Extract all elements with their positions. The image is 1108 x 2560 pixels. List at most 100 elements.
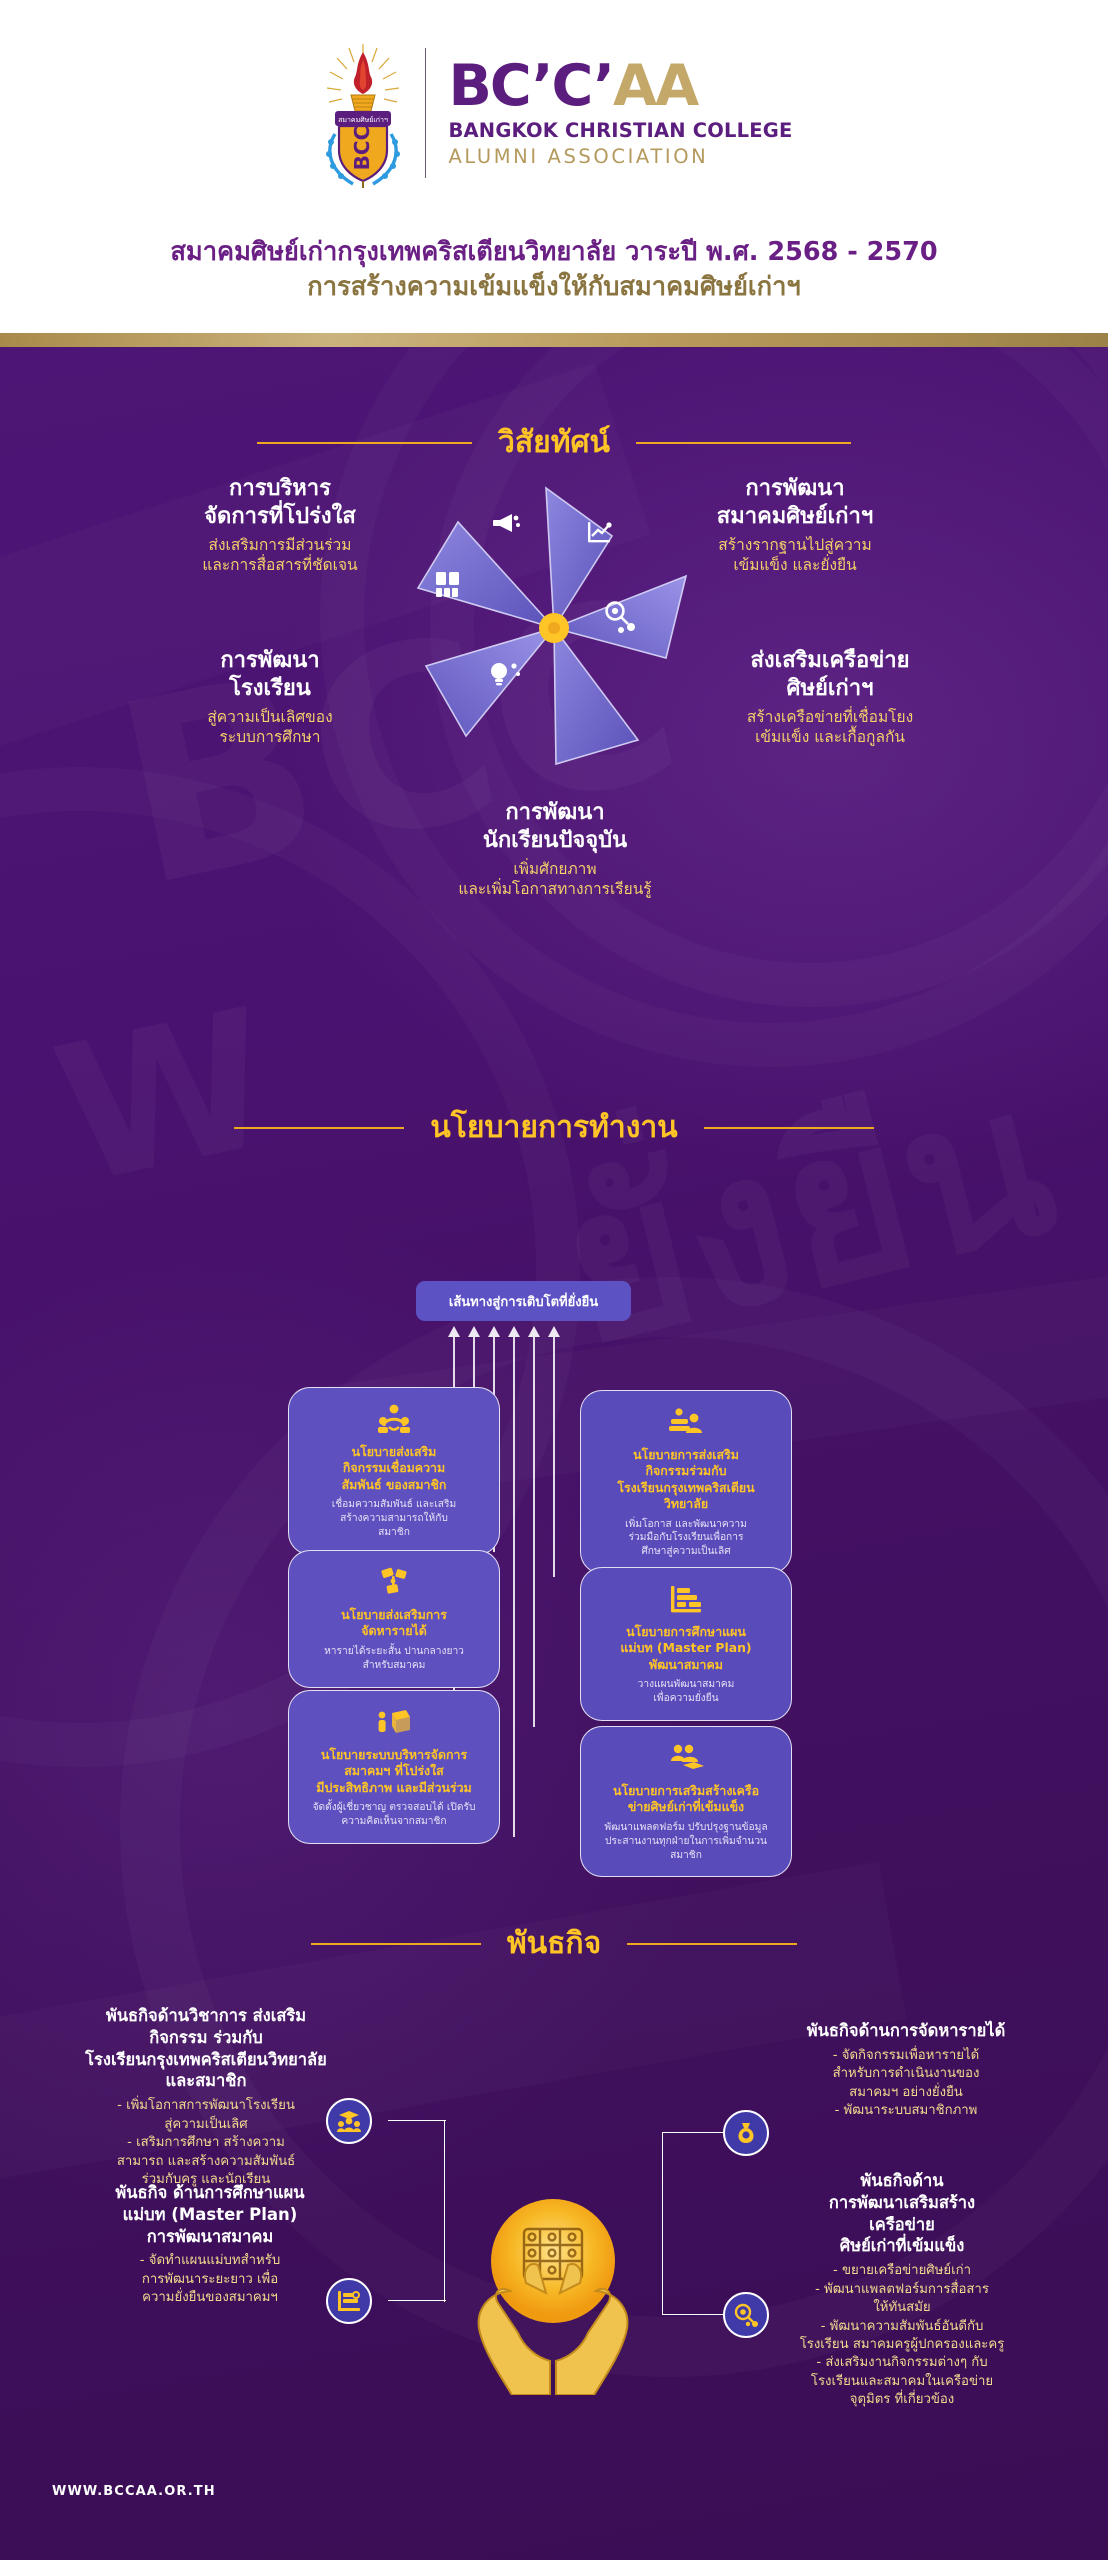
mission-desc-line-3: สมาคมฯ อย่างยั่งยืน — [849, 2084, 963, 2100]
policy-card-desc-line-2: สร้างความสามารถให้กับ — [340, 1513, 448, 1524]
network-search-icon — [605, 601, 635, 633]
mission-desc-line-3: ความยั่งยืนของสมาคมฯ — [142, 2290, 278, 2306]
policy-card-desc-line-1: วางแผนพัฒนาสมาคม — [637, 1679, 735, 1691]
mission-title-line-2: การพัฒนาเสริมสร้าง — [828, 2192, 976, 2212]
hand-hub-graphic — [440, 2165, 666, 2396]
vision-sub-line-1: สร้างรากฐานไปสู่ความ — [718, 536, 872, 554]
mission-title-line-1: พันธกิจด้านการจัดหารายได้ — [806, 2021, 1006, 2040]
mission-desc-line-2: - พัฒนาแพลตฟอร์มการสื่อสาร — [815, 2281, 989, 2297]
policy-card-title-line-1: นโยบายการส่งเสริม — [633, 1447, 739, 1462]
policy-card-master-plan-study[interactable]: นโยบายการศึกษาแผน แม่บท (Master Plan) พั… — [580, 1567, 792, 1721]
page-title-line-1: สมาคมศิษย์เก่ากรุงเทพคริสเตียนวิทยาลัย ว… — [170, 237, 938, 267]
brand-acronym: BC’C’AA — [448, 53, 699, 119]
policy-section: นโยบายการทำงาน เส้นทางสู่การเติบโตที่ยั่… — [0, 1090, 1108, 1890]
mission-block-income: พันธกิจด้านการจัดหารายได้ - จัดกิจกรรมเพ… — [730, 2020, 1082, 2121]
policy-card-title-line-3: โรงเรียนกรุงเทพคริสเตียน — [617, 1479, 755, 1495]
vision-title: วิสัยทัศน์ — [497, 425, 611, 460]
money-bag-icon — [723, 2110, 769, 2156]
brand-acronym-aa: AA — [613, 53, 699, 119]
mission-title-line-2: แม่บท (Master Plan) — [122, 2204, 298, 2224]
mission-title-line-2: กิจกรรม ร่วมกับ — [149, 2027, 263, 2047]
growth-route-pill: เส้นทางสู่การเติบโตที่ยั่งยืน — [416, 1281, 631, 1321]
vision-item-current-student-development: การพัฒนา นักเรียนปัจจุบัน เพิ่มศักยภาพ แ… — [380, 799, 730, 900]
vision-item-alumni-network-promotion: ส่งเสริมเครือข่าย ศิษย์เก่าฯ สร้างเครือข… — [670, 647, 990, 748]
vision-title-line-2: สมาคมศิษย์เก่าฯ — [716, 503, 874, 529]
policy-card-title-line-2: จัดหารายได้ — [361, 1623, 427, 1639]
policy-card-title-line-2: ข่ายศิษย์เก่าที่เข้มแข็ง — [627, 1799, 745, 1815]
heading-rule-left — [310, 1942, 481, 1945]
mission-title-line-4: และสมาชิก — [165, 2071, 247, 2091]
policy-card-title-line-1: นโยบายส่งเสริมการ — [341, 1607, 447, 1622]
policy-card-member-relations[interactable]: นโยบายส่งเสริม กิจกรรมเชื่อมความ สัมพันธ… — [288, 1387, 500, 1555]
bar-chart-plan-icon — [592, 1581, 780, 1617]
logo-row: สมาคมศิษย์เก่าฯ BCC — [0, 38, 1108, 188]
brand-line-2: ALUMNI ASSOCIATION — [448, 145, 709, 168]
policy-card-income-generation[interactable]: นโยบายส่งเสริมการ จัดหารายได้ หารายได้ระ… — [288, 1550, 500, 1688]
policy-card-desc-line-1: หารายได้ระยะสั้น ปานกลางยาว — [324, 1645, 464, 1657]
vision-sub-line-2: ระบบการศึกษา — [219, 728, 321, 747]
vision-title-line-1: การบริหาร — [229, 476, 331, 501]
fundraising-icon — [300, 1564, 488, 1600]
mission-title-line-3: โรงเรียนกรุงเทพคริสเตียนวิทยาลัย — [85, 2049, 327, 2069]
plan-document-icon — [326, 2278, 372, 2324]
policy-card-desc-line-1: จัดตั้งผู้เชี่ยวชาญ ตรวจสอบได้ เปิดรับ — [312, 1802, 476, 1814]
footer-website-url[interactable]: WWW.BCCAA.OR.TH — [52, 2484, 216, 2499]
heading-rule-right — [703, 1126, 874, 1129]
graduate-people-icon — [326, 2098, 372, 2144]
vision-title-line-1: การพัฒนา — [220, 648, 320, 673]
policy-card-desc-line-2: สำหรับสมาคม — [362, 1659, 426, 1671]
mission-section: พันธกิจ — [0, 1920, 1108, 2520]
mission-desc-line-2: การพัฒนาระยะยาว เพื่อ — [141, 2271, 279, 2287]
vision-item-school-development: การพัฒนา โรงเรียน สู่ความเป็นเลิศของ ระบ… — [120, 647, 420, 748]
vision-item-transparent-management: การบริหาร จัดการที่โปร่งใส ส่งเสริมการมี… — [130, 475, 430, 576]
policy-card-title-line-2: แม่บท (Master Plan) — [620, 1640, 752, 1656]
policy-card-title-line-1: นโยบายระบบบริหารจัดการ — [320, 1747, 468, 1762]
mission-desc-line-1: - เพิ่มโอกาสการพัฒนาโรงเรียน — [117, 2098, 295, 2114]
policy-card-title-line-4: วิทยาลัย — [663, 1496, 709, 1512]
heading-rule-left — [256, 441, 472, 444]
vision-title-line-1: การพัฒนา — [505, 800, 605, 825]
vision-title-line-1: การพัฒนา — [745, 476, 845, 501]
logo-divider — [425, 48, 427, 178]
megaphone-icon — [493, 514, 520, 532]
mission-desc-line-8: จุตุมิตร ที่เกี่ยวข้อง — [849, 2392, 955, 2408]
mission-desc-line-3: - เสริมการศึกษา สร้างความ — [127, 2135, 285, 2151]
idea-bulb-icon — [491, 663, 520, 686]
mission-desc-line-1: - จัดกิจกรรมเพื่อหารายได้ — [832, 2047, 980, 2063]
policy-card-title-line-1: นโยบายการศึกษาแผน — [626, 1624, 746, 1639]
graduate-group-icon — [592, 1740, 780, 1776]
policy-card-strong-alumni-network[interactable]: นโยบายการเสริมสร้างเครือ ข่ายศิษย์เก่าที… — [580, 1726, 792, 1878]
vision-sub-line-1: สร้างเครือข่ายที่เชื่อมโยง — [746, 708, 914, 726]
policy-card-transparent-governance[interactable]: นโยบายระบบบริหารจัดการ สมาคมฯ ที่โปร่งใส… — [288, 1690, 500, 1844]
vision-title-line-2: จัดการที่โปร่งใส — [204, 503, 356, 529]
mission-heading: พันธกิจ — [0, 1920, 1108, 1967]
mission-title-line-3: การพัฒนาสมาคม — [146, 2226, 274, 2246]
heading-rule-right — [636, 441, 852, 444]
pinwheel-diagram — [378, 452, 730, 804]
mission-desc-line-2: สำหรับการดำเนินงานของ — [832, 2066, 980, 2082]
people-group-icon — [300, 1401, 488, 1437]
vision-sub-line-1: ส่งเสริมการมีส่วนร่วม — [208, 536, 352, 554]
vision-sub-line-2: เข้มแข็ง และเกื้อกูลกัน — [755, 728, 905, 747]
policy-card-desc-line-3: ศึกษาสู่ความเป็นเลิศ — [641, 1546, 731, 1558]
network-node-icon — [723, 2292, 769, 2338]
vision-sub-line-1: เพิ่มศักยภาพ — [513, 860, 597, 878]
svg-text:BCC: BCC — [350, 126, 374, 171]
mission-desc-line-4: - พัฒนาความสัมพันธ์อันดีกับ — [820, 2318, 984, 2334]
policy-card-desc-line-1: เพิ่มโอกาส และพัฒนาความ — [625, 1518, 747, 1530]
page-title-line-2: การสร้างความเข้มแข็งให้กับสมาคมศิษย์เก่า… — [307, 271, 801, 302]
header-band: สมาคมศิษย์เก่าฯ BCC — [0, 0, 1108, 340]
mission-desc-line-5: โรงเรียน สมาคมครูผู้ปกครองและครู — [799, 2337, 1005, 2352]
policy-card-title-line-2: กิจกรรมร่วมกับ — [645, 1463, 727, 1479]
vision-sub-line-2: และเพิ่มโอกาสทางการเรียนรู้ — [458, 880, 652, 899]
policy-card-title-line-3: พัฒนาสมาคม — [649, 1656, 723, 1672]
vision-sub-line-1: สู่ความเป็นเลิศของ — [207, 708, 333, 726]
mission-desc-line-4: สามารถ และสร้างความสัมพันธ์ — [116, 2153, 296, 2169]
policy-card-desc-line-3: สมาชิก — [378, 1526, 410, 1538]
policy-card-desc-line-1: พัฒนาแพลตฟอร์ม ปรับปรุงฐานข้อมูล — [604, 1821, 768, 1833]
mission-title-line-1: พันธกิจด้านวิชาการ ส่งเสริม — [105, 2006, 307, 2025]
mission-block-academic: พันธกิจด้านวิชาการ ส่งเสริม กิจกรรม ร่วม… — [28, 2005, 384, 2189]
vision-item-alumni-association-development: การพัฒนา สมาคมศิษย์เก่าฯ สร้างรากฐานไปสู… — [640, 475, 950, 576]
policy-card-school-joint-activities[interactable]: นโยบายการส่งเสริม กิจกรรมร่วมกับ โรงเรีย… — [580, 1390, 792, 1575]
